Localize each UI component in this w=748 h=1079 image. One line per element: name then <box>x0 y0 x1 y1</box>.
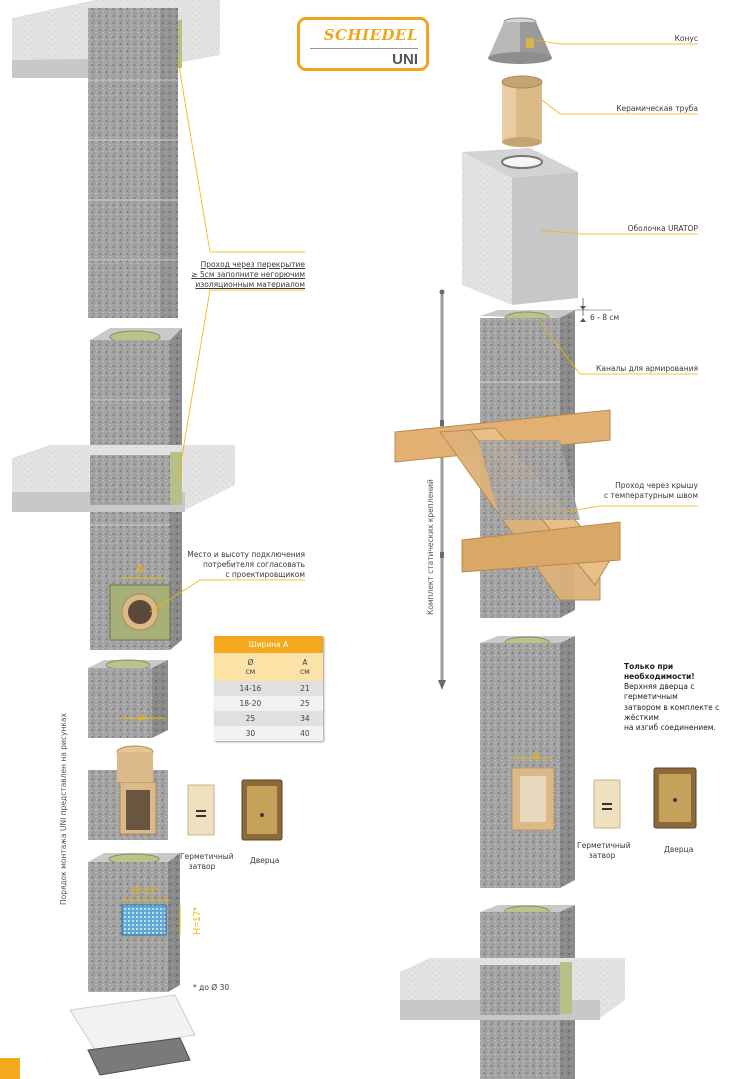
cone-label: Конус <box>674 34 698 43</box>
page-corner-tab <box>0 1058 20 1079</box>
floor-passage-label: Проход через перекрытие ≥ 5см заполните … <box>191 260 305 290</box>
seal-right-line-2: затвор <box>588 851 616 861</box>
ceramic-pipe-label: Керамическая труба <box>616 104 698 113</box>
roof-leader-line <box>564 505 698 513</box>
middle-floor-slab <box>12 445 235 512</box>
optional-note-text-1: Верхняя дверца с герметичным <box>624 682 695 702</box>
lower-floor-slab <box>400 958 625 1020</box>
dim-b-label: B=21* <box>132 886 160 897</box>
roof-passage-label: Проход через крышу с температурным швом <box>604 481 698 501</box>
upper-chimney-column <box>88 8 178 318</box>
cone-leader-line <box>534 39 698 45</box>
width-table-col-a: A см <box>286 653 323 681</box>
col-a-symbol: A <box>302 658 308 667</box>
seal-box-right <box>593 779 621 829</box>
seal-box-left <box>187 784 215 836</box>
mounting-kit-vertical-label: Комплект статических креплений <box>426 479 435 615</box>
col-diameter-unit: см <box>245 667 256 676</box>
door-right <box>653 767 697 829</box>
connection-opening <box>109 577 171 641</box>
logo-brand: SCHIEDEL <box>323 26 418 44</box>
installation-order-vertical-label: Порядок монтажа UNI представлен на рисун… <box>59 713 68 905</box>
right-chimney-door-block <box>480 636 575 888</box>
pipe-leader-line <box>541 99 698 115</box>
floor-passage-line-2: ≥ 5см заполните негорючим <box>191 270 305 280</box>
dim-a-label-3: A <box>533 750 540 761</box>
connection-note-line-3: с проектировщиком <box>225 570 305 580</box>
seal-left-caption: Герметичный затвор <box>180 852 234 872</box>
col-a-unit: см <box>300 667 310 676</box>
floor-passage-line-1: Проход через перекрытие <box>200 260 305 269</box>
roof-passage-line-1: Проход через крышу <box>615 481 698 490</box>
connection-note-line-1: Место и высоту подключения <box>187 550 305 559</box>
seal-left-line-1: Герметичный <box>180 852 234 861</box>
shell-label: Оболочка URATOP <box>627 224 698 233</box>
table-cell: 25 <box>214 711 287 726</box>
shell-leader-line <box>539 229 698 235</box>
width-table-col-diameter: Ø см <box>214 653 287 681</box>
table-cell: 14-16 <box>214 681 287 696</box>
logo-divider <box>310 48 418 49</box>
table-row: 25 34 <box>214 711 323 726</box>
table-row: 14-16 21 <box>214 681 323 696</box>
seal-right-caption: Герметичный затвор <box>577 841 631 861</box>
connection-note-line-2: потребителя согласовать <box>203 560 305 570</box>
connect-leader-line <box>149 579 305 613</box>
table-cell: 25 <box>286 696 323 711</box>
uratop-shell <box>462 148 578 305</box>
block-with-ceramic-pipe <box>88 745 168 840</box>
optional-note-text-2: затвором в комплекте с жёстким <box>624 702 720 722</box>
static-mounting-kit-rod <box>438 289 446 690</box>
ceramic-pipe-part <box>501 75 543 147</box>
table-row: 30 40 <box>214 726 323 741</box>
optional-note-text-3: на изгиб соединением. <box>624 722 716 732</box>
width-table: Ширина А Ø см A см 14-16 21 18-20 25 25 … <box>214 636 323 741</box>
table-row: 18-20 25 <box>214 696 323 711</box>
table-cell: 34 <box>286 711 323 726</box>
table-cell: 21 <box>286 681 323 696</box>
gap-label: 6 - 8 см <box>590 313 620 322</box>
table-cell: 18-20 <box>214 696 287 711</box>
optional-door-note: Только при необходимости! Верхняя дверца… <box>624 662 748 733</box>
roof-passage-line-2: с температурным швом <box>604 491 698 501</box>
door-right-caption: Дверца <box>664 845 694 854</box>
footnote: * до Ø 30 <box>193 983 230 992</box>
dim-h-label: H=17* <box>192 907 203 935</box>
table-cell: 30 <box>214 726 287 741</box>
width-table-title: Ширина А <box>214 636 323 653</box>
floor-passage-line-3: изоляционным материалом <box>195 280 305 290</box>
optional-note-title-1: Только при <box>624 662 674 671</box>
dim-a-label-2: A <box>139 714 146 725</box>
gap-dimension <box>575 298 612 322</box>
floor-leader-line <box>177 59 305 253</box>
schiedel-uni-logo: SCHIEDEL UNI <box>297 17 429 71</box>
base-sheets <box>69 994 196 1076</box>
connection-note-label: Место и высоту подключения потребителя с… <box>187 550 305 580</box>
seal-right-line-1: Герметичный <box>577 841 631 850</box>
door-left-caption: Дверца <box>250 856 280 865</box>
optional-note-title-2: необходимости! <box>624 672 695 682</box>
dim-a-label-1: A <box>136 561 145 576</box>
table-cell: 40 <box>286 726 323 741</box>
reinforcement-label: Каналы для армирования <box>596 364 698 373</box>
reinforcement-leader-line <box>539 321 698 375</box>
col-diameter-symbol: Ø <box>247 658 254 667</box>
roof-wooden-frame <box>394 409 621 601</box>
door-left <box>241 779 283 841</box>
floor-leader-line-2 <box>177 289 305 481</box>
seal-left-line-2: затвор <box>188 862 216 872</box>
single-chimney-block <box>88 659 168 738</box>
base-chimney-block <box>88 853 181 992</box>
logo-model: UNI <box>392 51 418 68</box>
